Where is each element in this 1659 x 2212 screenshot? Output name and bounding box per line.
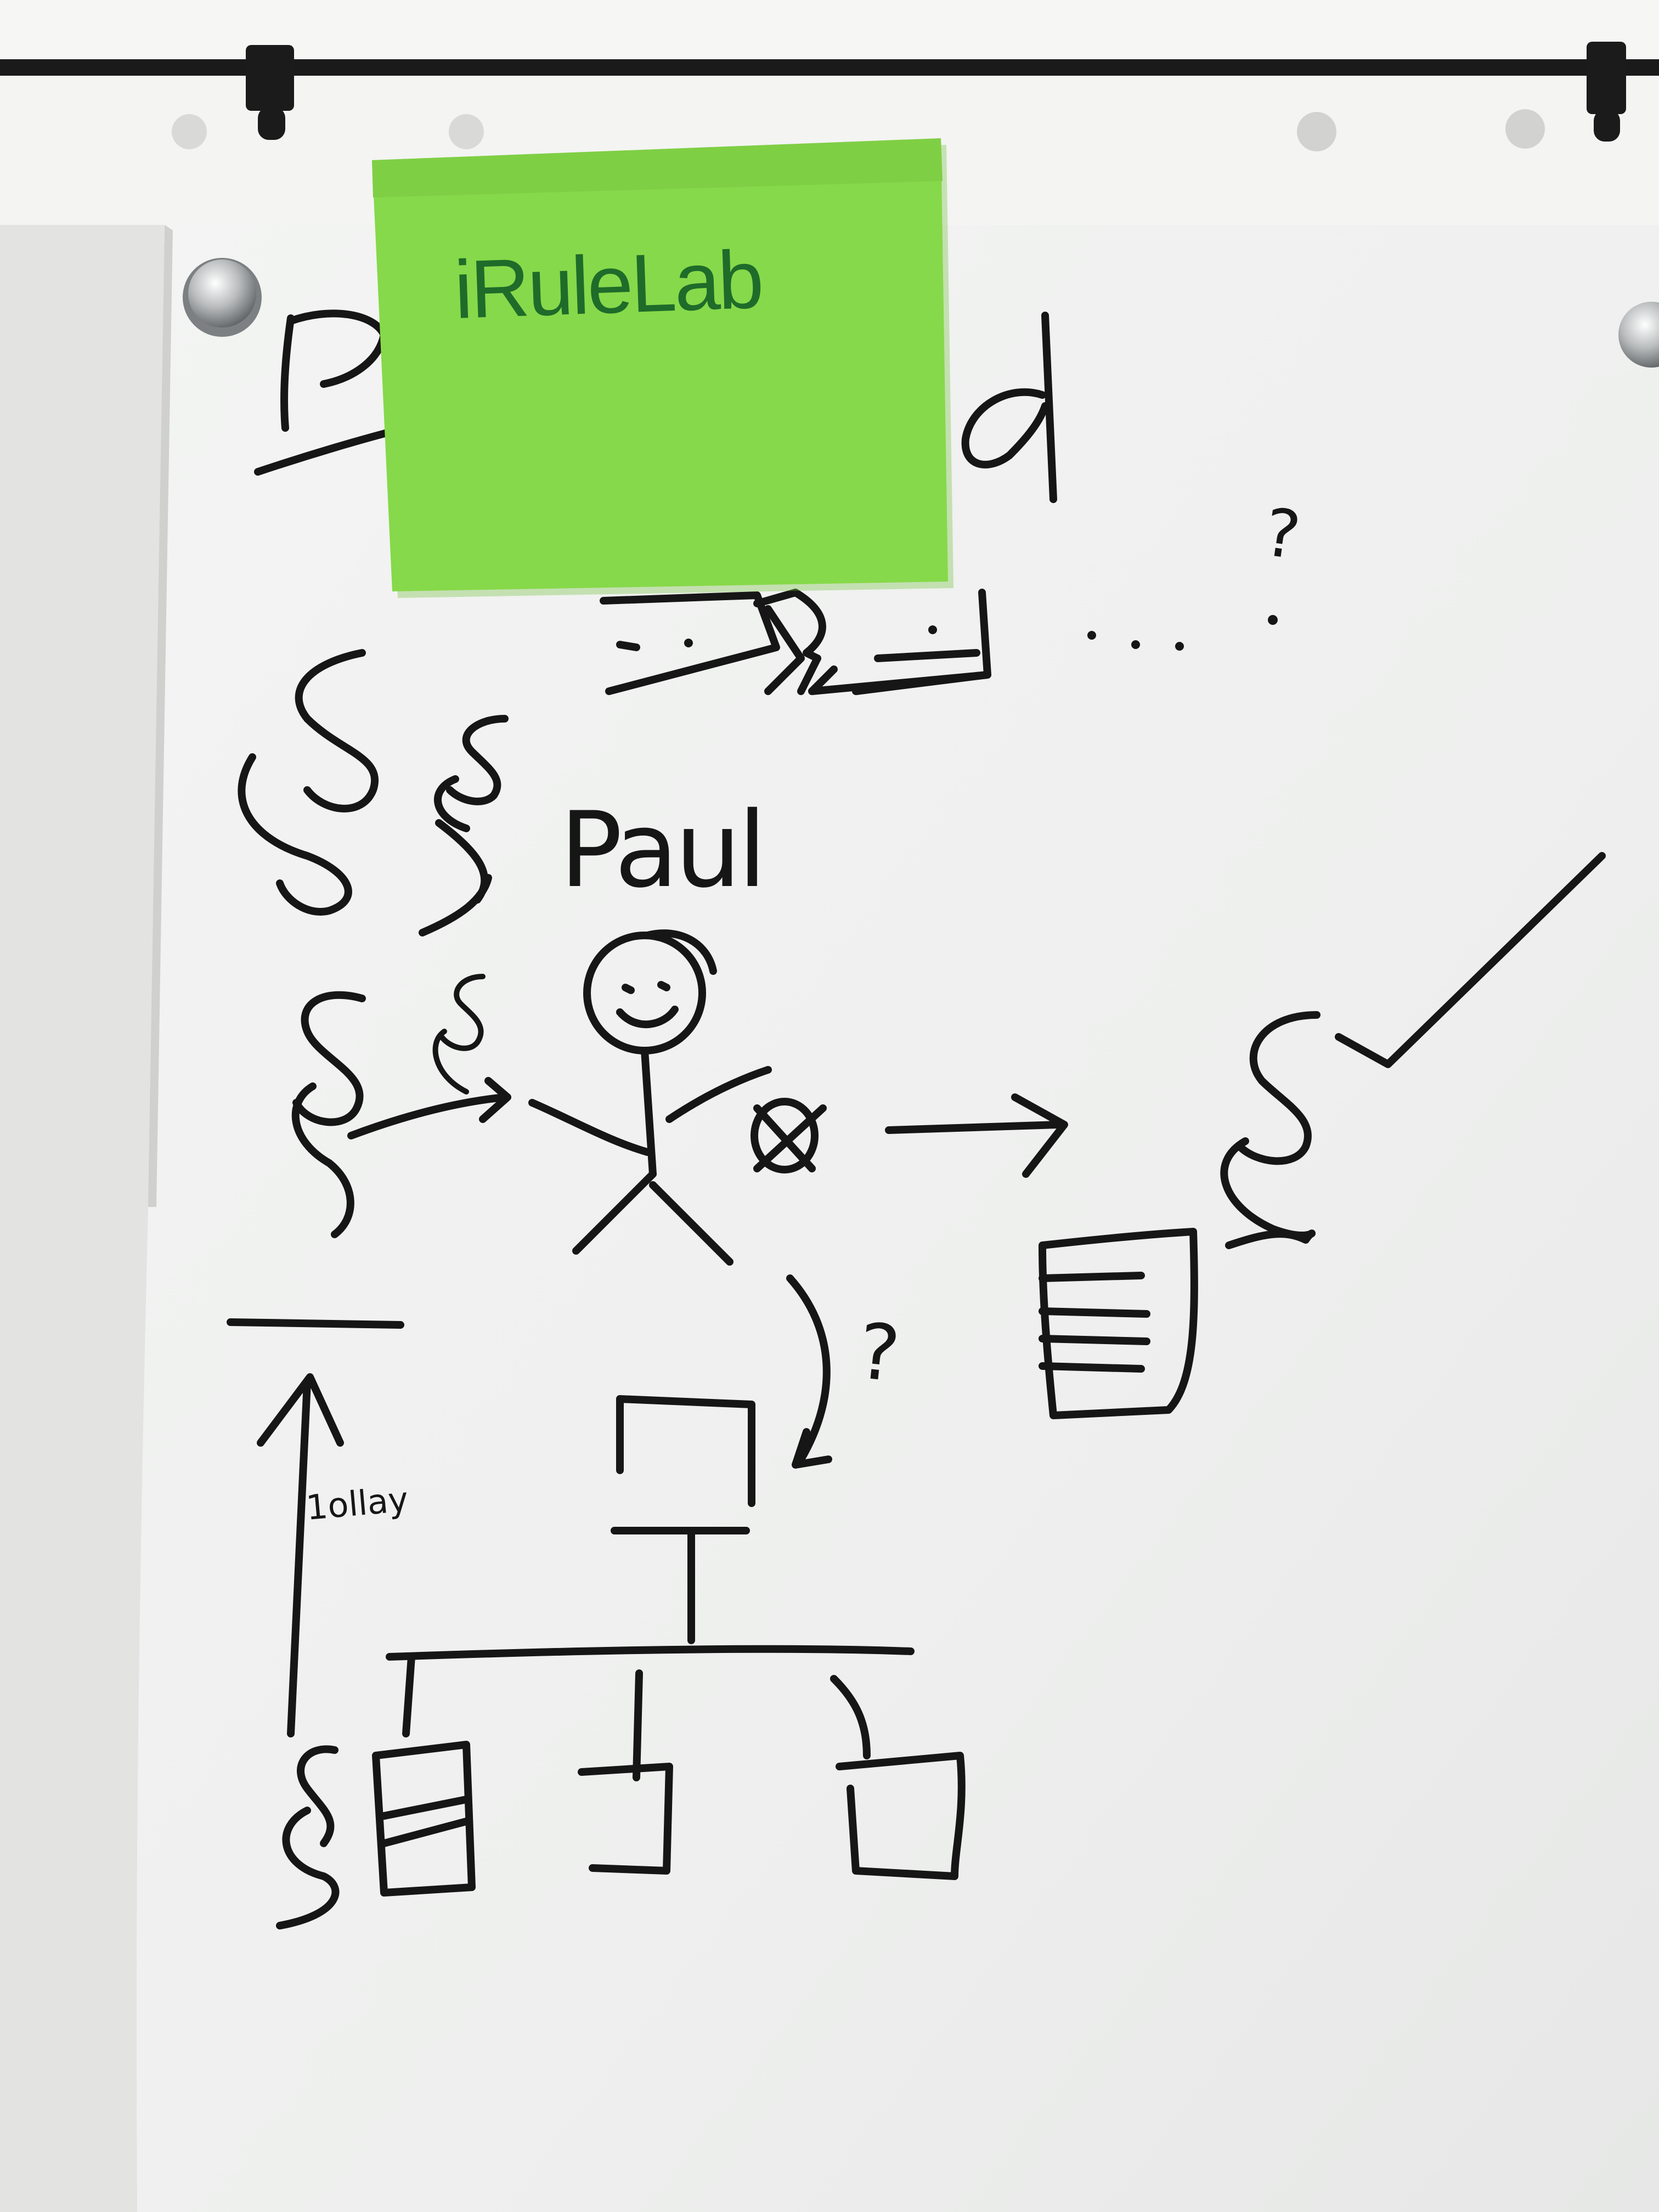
- question-mark-text-middle: ?: [854, 1307, 904, 1400]
- paragraph-symbol-small-icon: [434, 715, 509, 832]
- crossed-circle-icon: [751, 1098, 827, 1173]
- arrow-curved-top: [419, 819, 492, 936]
- ellipsis-dots: [1087, 631, 1184, 651]
- paragraph-symbol-tiny-icon: [432, 974, 486, 1094]
- org-chart-icon: [372, 1395, 966, 1897]
- punch-holes: [172, 109, 1545, 151]
- arrow-to-figure: [347, 1077, 511, 1139]
- flipchart-sheet: [136, 225, 1659, 2212]
- heading-fragment-right: [961, 312, 1057, 503]
- rail-clip-right: [1587, 42, 1626, 142]
- checkmark-icon: [1335, 852, 1606, 1068]
- paragraph-symbol-icon: [238, 649, 379, 916]
- paragraph-symbol-bottom-icon: [276, 1745, 340, 1929]
- arrow-right-icon: [885, 1093, 1068, 1178]
- arrow-label: 1ollay: [304, 1479, 410, 1528]
- rail-clip-left: [246, 45, 294, 140]
- process-chevrons-icon: [600, 589, 991, 695]
- paragraph-symbol-left-icon: [291, 991, 366, 1238]
- vertical-arrow-icon: [227, 1318, 404, 1737]
- magnet-left: [183, 258, 262, 337]
- sticky-note-text: iRuleLab: [453, 233, 763, 336]
- magnet-right: [1618, 302, 1659, 368]
- curved-arrow-down: [786, 1274, 832, 1469]
- sheet-fold-shadow: [148, 225, 173, 1207]
- stick-figure-icon: [528, 929, 772, 1266]
- paragraph-symbol-right-icon: [1220, 1011, 1321, 1249]
- back-sheet-left: [0, 225, 165, 2212]
- sticky-note: iRuleLab: [372, 138, 953, 598]
- stick-figure-name: Paul: [560, 789, 764, 911]
- document-icon: [1039, 1228, 1198, 1419]
